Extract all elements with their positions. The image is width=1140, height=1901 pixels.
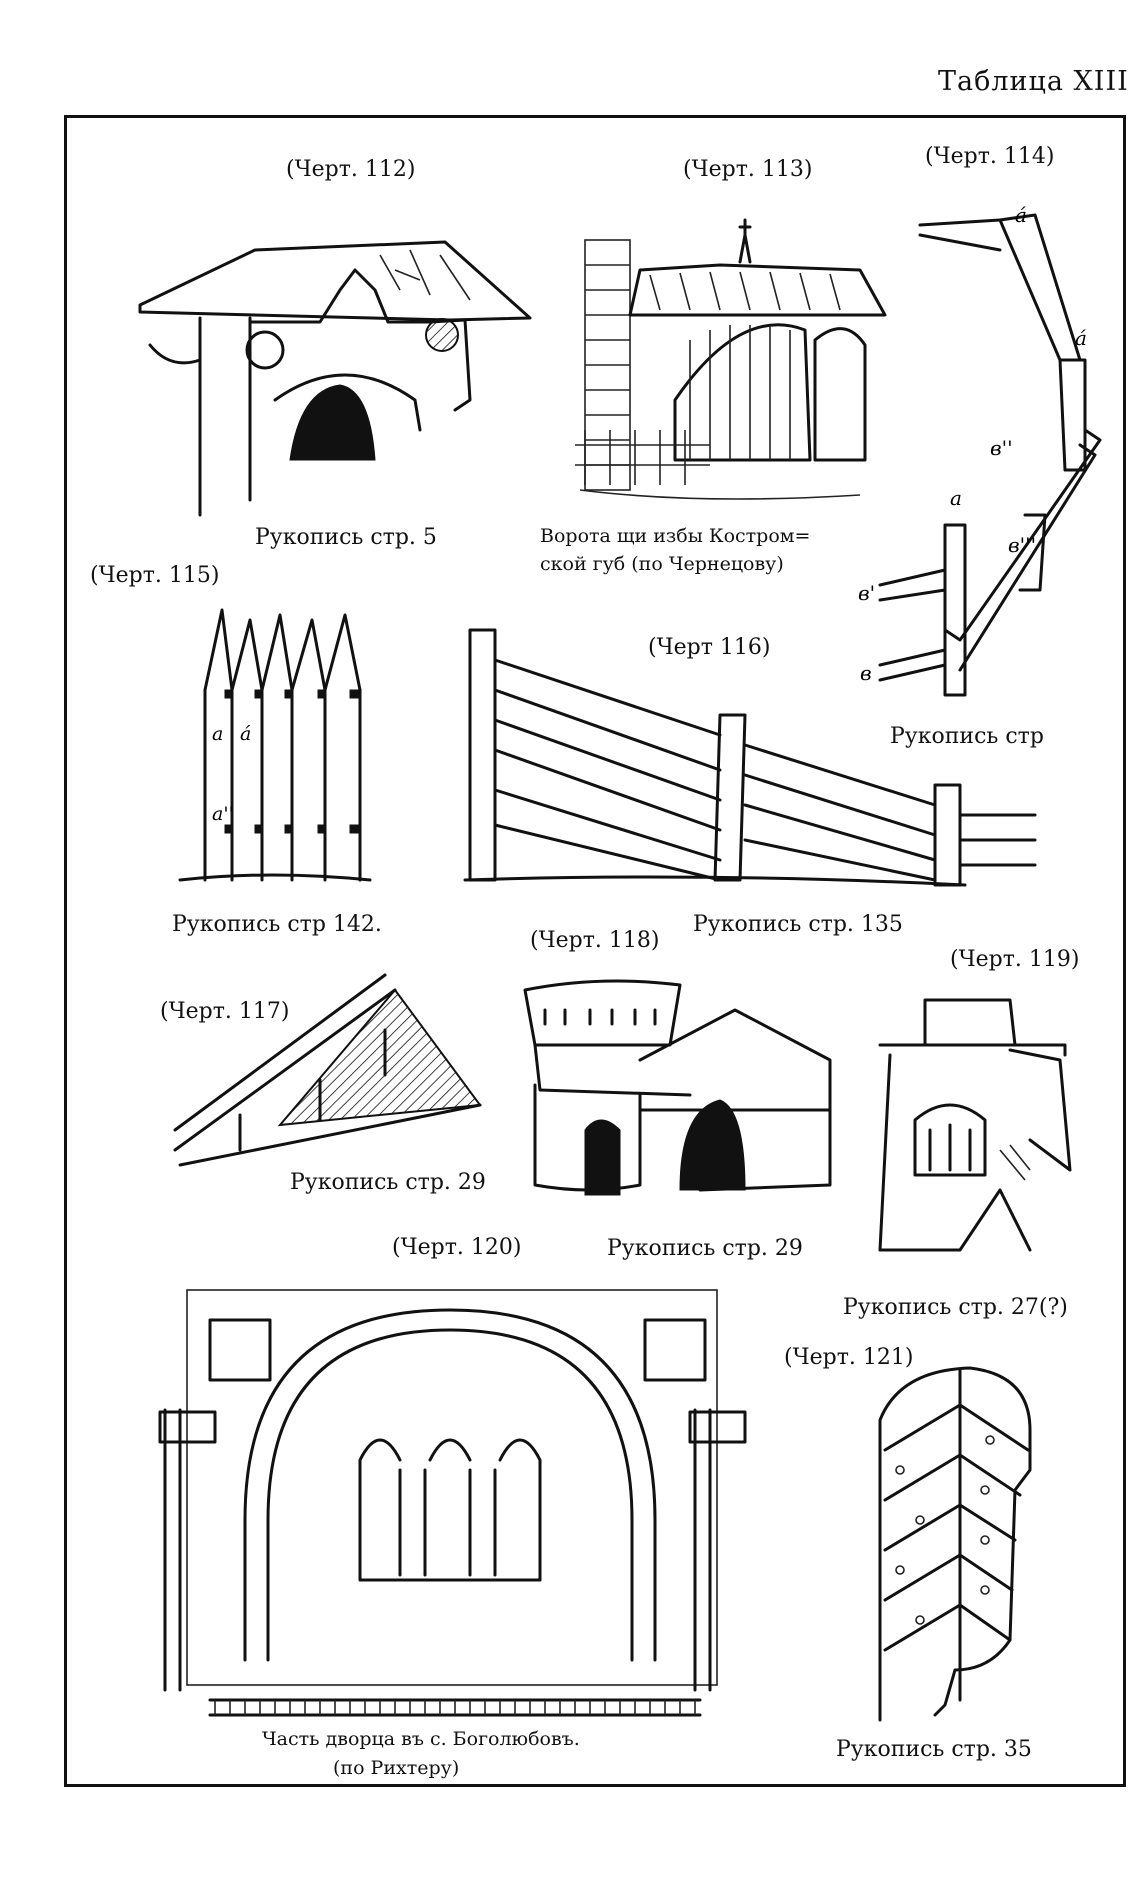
fig-114-caption: Рукопись стр (890, 724, 1044, 749)
fig-115-letter-a-acute: а́ (240, 723, 251, 745)
fig-121-label: (Черт. 121) (784, 1345, 914, 1370)
fig-115-caption: Рукопись стр 142. (172, 912, 382, 937)
fig-113-caption-line2: ской губ (по Чернецову) (540, 553, 784, 575)
fig-119-label: (Черт. 119) (950, 947, 1080, 972)
fig-116-caption: Рукопись стр. 135 (693, 912, 903, 937)
fig-117-label: (Черт. 117) (160, 999, 290, 1024)
fig-117-caption: Рукопись стр. 29 (290, 1170, 486, 1195)
fig-119-drawing (878, 998, 1072, 1252)
fig-115-letter-a2: а'' (212, 803, 234, 825)
fig-117-drawing (173, 973, 482, 1167)
fig-114-letter-v1: в' (858, 581, 875, 605)
fig-121-drawing (878, 1366, 1032, 1722)
fig-116-label: (Черт 116) (648, 635, 771, 660)
fig-114-drawing: а́ а́ а в'' в''' в' в (858, 203, 1102, 697)
fig-114-letter-v3: в''' (1008, 533, 1036, 557)
fig-113-caption-line1: Ворота щи избы Костром= (540, 525, 811, 547)
fig-120-caption-line2: (по Рихтеру) (333, 1757, 460, 1779)
fig-114-letter-v: в (860, 661, 872, 685)
fig-114-letter-a-acute-2: а́ (1075, 326, 1087, 350)
fig-115-letter-a: а (212, 723, 223, 745)
fig-113-label: (Черт. 113) (683, 157, 813, 182)
fig-112-label: (Черт. 112) (286, 157, 416, 182)
fig-119-caption: Рукопись стр. 27(?) (843, 1295, 1068, 1320)
fig-114-letter-v2: в'' (990, 436, 1013, 460)
fig-112-drawing (138, 240, 532, 517)
fig-121-caption: Рукопись стр. 35 (836, 1737, 1032, 1762)
fig-118-drawing (523, 979, 832, 1196)
fig-118-label: (Черт. 118) (530, 928, 660, 953)
fig-114-label: (Черт. 114) (925, 144, 1055, 169)
fig-114-letter-a-acute: а́ (1015, 203, 1027, 227)
fig-116-drawing (463, 628, 1037, 887)
fig-114-letter-a: а (950, 486, 962, 510)
fig-120-label: (Черт. 120) (392, 1235, 522, 1260)
plate-title: Таблица XIII (938, 66, 1129, 97)
fig-112-caption: Рукопись стр. 5 (255, 525, 437, 550)
fig-120-caption-line1: Часть дворца въ с. Боголюбовъ. (262, 1728, 580, 1750)
fig-120-drawing (158, 1289, 747, 1717)
fig-115-label: (Черт. 115) (90, 563, 220, 588)
fig-113-drawing (575, 218, 887, 500)
fig-115-drawing: а а́ а'' (178, 608, 372, 882)
fig-118-caption: Рукопись стр. 29 (607, 1236, 803, 1261)
plate-frame (64, 115, 1126, 1787)
